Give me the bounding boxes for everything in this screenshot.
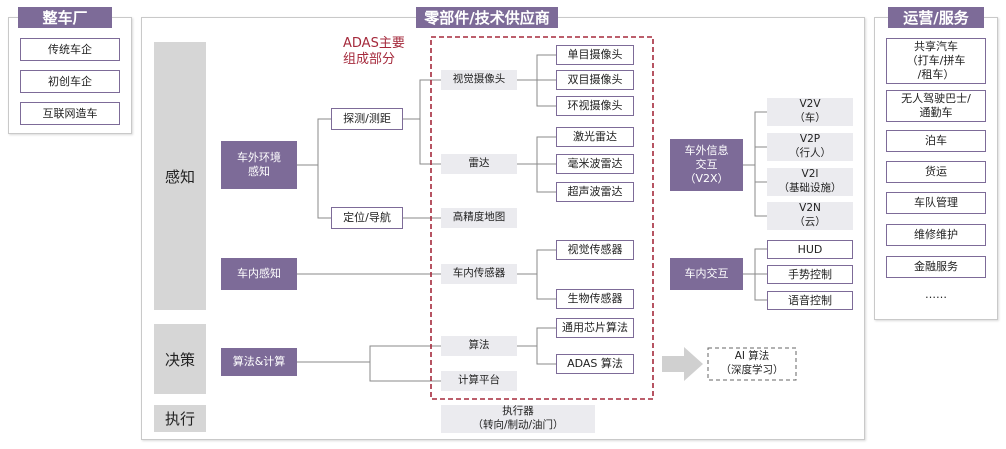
radar-lidar: 激光雷达 xyxy=(556,127,634,147)
v2p: V2P （行人） xyxy=(767,133,853,161)
voice-control: 语音控制 xyxy=(767,291,853,310)
in-car-sensor: 车内传感器 xyxy=(441,264,517,284)
service-freight: 货运 xyxy=(886,161,986,183)
service-maintenance: 维修维护 xyxy=(886,224,986,246)
external-env-perception: 车外环境 感知 xyxy=(221,141,297,189)
sensor-bio: 生物传感器 xyxy=(556,289,634,309)
compute-platform: 计算平台 xyxy=(441,371,517,391)
algorithm: 算法 xyxy=(441,336,517,356)
hd-map: 高精度地图 xyxy=(441,208,517,228)
oem-item-traditional: 传统车企 xyxy=(20,38,120,61)
ai-algorithm: AI 算法 （深度学习） xyxy=(720,350,784,376)
v2n: V2N （云） xyxy=(767,202,853,230)
algo-general-chip: 通用芯片算法 xyxy=(556,318,634,338)
category-perception: 感知 xyxy=(154,42,206,310)
positioning-navigation: 定位/导航 xyxy=(331,207,403,229)
service-more: …… xyxy=(925,288,947,301)
service-finance: 金融服务 xyxy=(886,256,986,278)
camera-surround: 环视摄像头 xyxy=(556,96,634,116)
service-fleet-mgmt: 车队管理 xyxy=(886,192,986,214)
gesture-control: 手势控制 xyxy=(767,265,853,284)
operations-title: 运营/服务 xyxy=(888,7,984,28)
service-parking: 泊车 xyxy=(886,130,986,152)
vision-camera: 视觉摄像头 xyxy=(441,70,517,90)
radar: 雷达 xyxy=(441,154,517,174)
supplier-title: 零部件/技术供应商 xyxy=(416,7,558,28)
camera-stereo: 双目摄像头 xyxy=(556,70,634,90)
sensor-vision: 视觉传感器 xyxy=(556,240,634,260)
camera-mono: 单目摄像头 xyxy=(556,45,634,65)
category-execution: 执行 xyxy=(154,405,206,432)
oem-item-internet: 互联网造车 xyxy=(20,102,120,125)
category-decision: 决策 xyxy=(154,324,206,394)
radar-ultrasonic: 超声波雷达 xyxy=(556,182,634,202)
algo-adas: ADAS 算法 xyxy=(556,354,634,374)
v2i: V2I （基础设施） xyxy=(767,168,853,196)
adas-label: ADAS主要 组成部分 xyxy=(343,36,405,68)
actuator: 执行器 （转向/制动/油门） xyxy=(441,405,595,433)
service-shared-car: 共享汽车 （打车/拼车 /租车） xyxy=(886,38,986,84)
in-car-interaction: 车内交互 xyxy=(670,258,743,290)
oem-item-startup: 初创车企 xyxy=(20,70,120,93)
hud: HUD xyxy=(767,240,853,259)
oem-title: 整车厂 xyxy=(18,7,112,28)
service-autonomous-bus: 无人驾驶巴士/ 通勤车 xyxy=(886,90,986,122)
detect-ranging: 探测/测距 xyxy=(331,108,403,130)
v2x-interaction: 车外信息 交互 （V2X） xyxy=(670,139,743,191)
internal-perception: 车内感知 xyxy=(221,258,297,290)
radar-mmwave: 毫米波雷达 xyxy=(556,154,634,174)
algo-compute: 算法&计算 xyxy=(221,348,297,376)
v2v: V2V （车） xyxy=(767,98,853,126)
